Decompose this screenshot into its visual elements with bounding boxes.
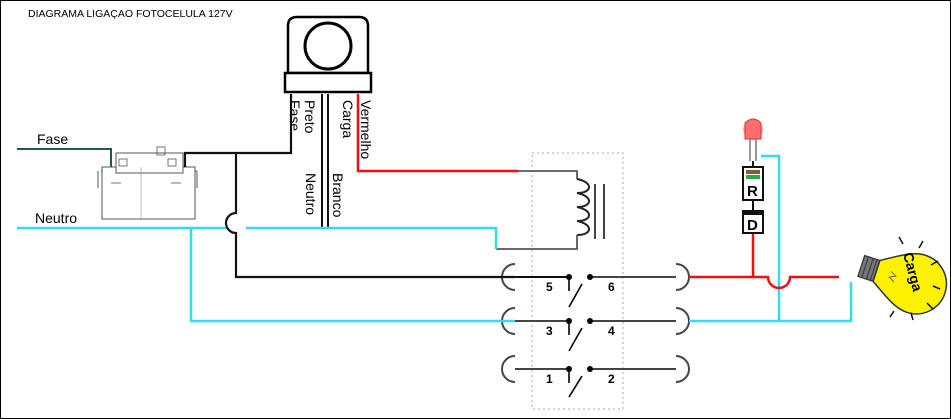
diagram-title: DIAGRAMA LIGAÇAO FOTOCELULA 127V: [28, 8, 233, 20]
contact-label-1: 1: [546, 372, 553, 386]
contact-label-6: 6: [608, 280, 615, 294]
circuit-breaker: [97, 146, 198, 220]
contact-label-3: 3: [546, 324, 553, 338]
resistor: R: [742, 166, 764, 201]
photocell-wire-label-vermelho: Vermelho: [358, 100, 374, 159]
photocell: Fase Preto Carga Vermelho Neutro Branco: [283, 15, 374, 218]
relay-box: [531, 152, 624, 410]
contact-label-4: 4: [608, 324, 615, 338]
contact-label-5: 5: [546, 280, 553, 294]
photocell-wire-label-branco: Branco: [330, 173, 346, 218]
wires: [17, 94, 853, 323]
relay-coil: [496, 170, 605, 250]
neutro-line-label: Neutro: [35, 210, 77, 226]
photocell-wire-label-neutro: Neutro: [303, 173, 319, 215]
contact-label-2: 2: [608, 372, 615, 386]
fase-line-label: Fase: [37, 131, 68, 147]
diode: D: [742, 210, 764, 234]
photocell-wire-label-preto: Preto: [302, 100, 318, 134]
lamp: Carga: [857, 236, 948, 321]
resistor-label: R: [747, 183, 758, 200]
led-indicator: R D: [742, 118, 764, 234]
relay-contacts: 5 6 3 4 1 2: [501, 263, 690, 398]
photocell-wire-label-carga: Carga: [340, 100, 356, 138]
diode-label: D: [747, 217, 758, 234]
photocell-wire-label-fase: Fase: [287, 100, 303, 131]
